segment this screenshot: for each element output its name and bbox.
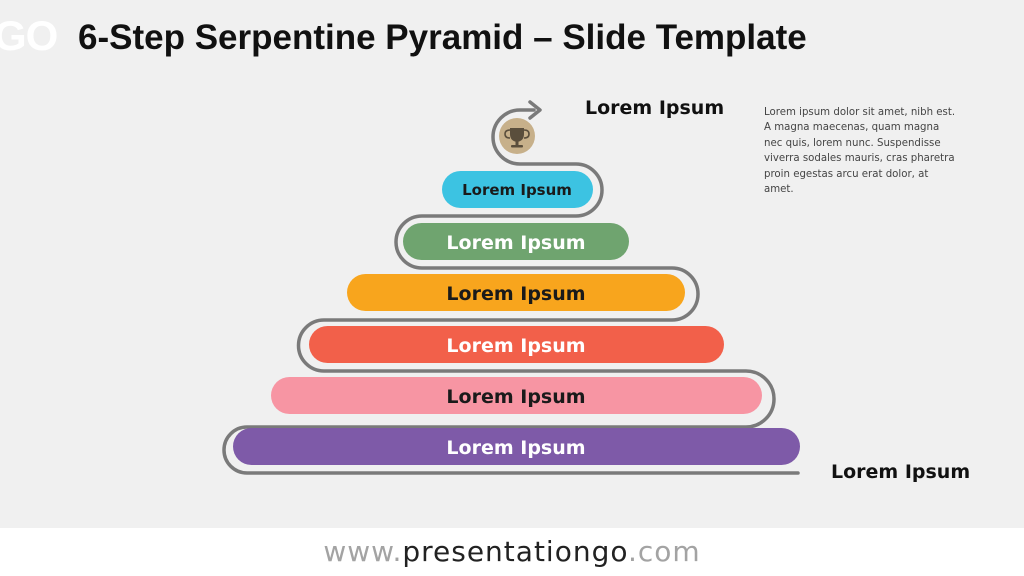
bottom-label: Lorem Ipsum (831, 461, 971, 483)
step-bar-2 (403, 223, 629, 260)
step-label-5: Lorem Ipsum (446, 386, 585, 408)
step-bar-6 (233, 428, 800, 465)
footer-url-prefix: www. (323, 535, 403, 568)
step-bar-5 (271, 377, 762, 414)
serpentine-path (222, 108, 800, 475)
serpentine-pyramid: Lorem Ipsum Lorem Ipsum Lorem Ipsum Lore… (222, 100, 800, 475)
step-label-1: Lorem Ipsum (462, 181, 572, 199)
step-label-4: Lorem Ipsum (446, 335, 585, 357)
description-text: Lorem ipsum dolor sit amet, nibh est. A … (764, 107, 956, 196)
step-label-6: Lorem Ipsum (446, 437, 585, 459)
trophy-icon (504, 128, 530, 148)
step-bar-4 (309, 326, 724, 363)
top-label: Lorem Ipsum (585, 97, 725, 119)
slide-title: 6-Step Serpentine Pyramid – Slide Templa… (78, 18, 807, 57)
footer-url-brand: presentationgo (402, 535, 628, 568)
step-bar-3 (347, 274, 685, 311)
arrow-head-icon (528, 100, 542, 120)
step-label-3: Lorem Ipsum (446, 283, 585, 305)
footer-url-suffix: .com (627, 535, 701, 568)
step-label-2: Lorem Ipsum (446, 232, 585, 254)
step-bar-1 (442, 171, 593, 208)
logo-fragment: GO (0, 12, 58, 59)
footer-url[interactable]: www.presentationgo.com (0, 528, 1024, 576)
